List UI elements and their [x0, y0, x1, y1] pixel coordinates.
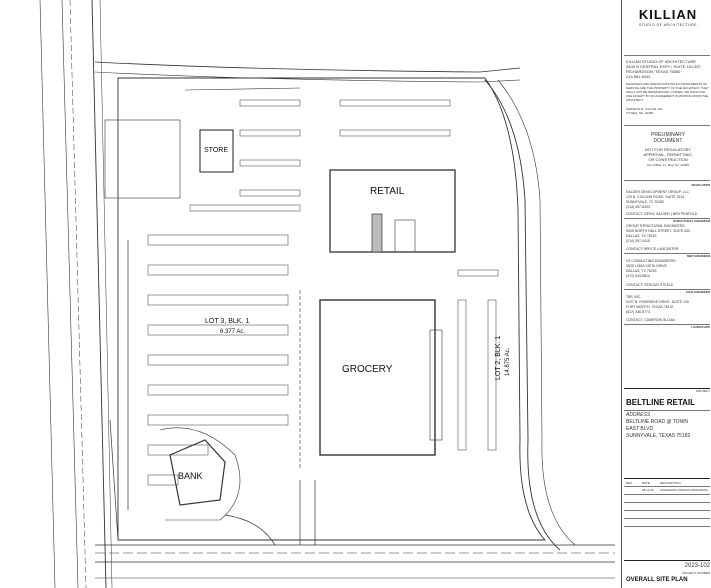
structural-phone: (214) 397-0415 [626, 239, 650, 243]
document-heading: DOCUMENT [653, 138, 683, 144]
title-block: KILLIAN STUDIO OF ARCHITECTURE KILLIAN S… [621, 0, 711, 588]
lot2-parking [457, 269, 499, 451]
retail-building [329, 169, 456, 253]
address-line-2: EAST BLVD [626, 426, 654, 432]
beltline-road [95, 544, 615, 579]
architect-name: KENNETH R. KILLIAN, AIA [626, 107, 663, 111]
developer-role: DEVELOPER [691, 183, 710, 187]
firm-address: 3400 N CENTRAL EXPY | SUITE 110-307 [626, 64, 701, 69]
lot3-area-label: 6.377 Ac. [220, 329, 245, 335]
landscape-role: LANDSCAPE [691, 325, 710, 329]
town-east-blvd [484, 79, 576, 551]
project-tag: PROJECT [695, 389, 710, 393]
revision-col-date: DATE [642, 481, 650, 485]
developer-name: SALDER DEVELOPMENT GROUP, LLC [626, 190, 690, 194]
revision-col-description: DESCRIPTION [660, 481, 681, 485]
access-drives [109, 419, 316, 546]
prelim-signature: Ken Killian, Tx. Reg. No. 20489 [647, 163, 689, 167]
bank-label: BANK [178, 471, 203, 481]
firm-city: RICHARDSON, TEXAS 75080 [626, 69, 681, 74]
approval-permitting: APPROVAL, PERMITTING, [643, 152, 693, 157]
project-title: BELTLINE RETAIL [626, 398, 696, 407]
lot3-parking [127, 234, 289, 510]
architect-license: TX REG. NO. 20489 [626, 111, 654, 115]
address-label: ADDRESS [626, 412, 651, 418]
civil-name: TBP, INC. [626, 295, 642, 299]
not-for-regulatory: NOT FOR REGULATORY [644, 147, 692, 152]
mep-phone: (972) 643-8814 [626, 274, 650, 278]
developer-city: SUNNYVALE, TX 75182 [626, 200, 665, 204]
structural-role: STRUCTURAL ENGINEER [673, 219, 710, 223]
copyright-notice: DRAWINGS AND SPECIFICATIONS AS INSTRUMEN… [626, 82, 709, 102]
lot2-label: LOT 2, BLK. 1 [495, 336, 502, 380]
parking-upper [189, 99, 451, 212]
revision-col-rev: REV. [626, 481, 633, 485]
preliminary-heading: PRELIMINARY [651, 132, 685, 138]
mep-contact: CONTACT: STROUD STEELE [626, 283, 674, 287]
store-pad [104, 87, 301, 199]
civil-phone: (817) 336-5773 [626, 310, 650, 314]
firm-phone: 214.561.6042 [626, 74, 651, 79]
lot2-area-label: 14.875 Ac. [505, 347, 511, 376]
civil-contact: CONTACT: CAMERON SLOAN [626, 318, 675, 322]
firm-logo: KILLIAN [638, 7, 698, 22]
developer-contact: CONTACT: DERIC SALSER | BEN PENFOLD [626, 212, 698, 216]
mep-role: MEP ENGINEER [687, 254, 710, 258]
north-drive [94, 61, 521, 83]
lot3-label: LOT 3, BLK. 1 [205, 318, 249, 325]
bank-building [159, 427, 241, 521]
retail-label: RETAIL [370, 186, 405, 197]
highway-edge [39, 0, 113, 588]
civil-city: FORT WORTH, TEXAS 76137 [626, 305, 674, 309]
site-boundary [117, 77, 547, 541]
developer-phone: (214) 457-8493 [626, 205, 650, 209]
structural-contact: CONTACT: BRYCE LANCASTER [626, 247, 679, 251]
mep-address: 3535 LOMA VISTA DRIVE [626, 264, 667, 268]
address-line-3: SUNNYVALE, TEXAS 75182 [626, 433, 691, 439]
developer-address: 129 N. COLLINS ROAD, SUITE 3103 [626, 195, 685, 199]
site-plan-drawing: STORE RETAIL GROCERY BANK LOT 3, BLK. 1 … [39, 0, 615, 588]
structural-address: 9535 NORTH HALL STREET, SUITE 620 [626, 229, 691, 233]
grocery-building [299, 290, 443, 470]
mep-city: DALLAS, TX 75243 [626, 269, 657, 273]
sheet-title: OVERALL SITE PLAN [626, 577, 688, 583]
address-line-1: BELTLINE ROAD @ TOWN [626, 419, 689, 425]
structural-city: DALLAS, TX 75219 [626, 234, 657, 238]
firm-logo-subtitle: STUDIO OF ARCHITECTURE [638, 23, 698, 27]
project-number: 2023-102 [684, 563, 710, 569]
revision-row-date: 08.12.20 [642, 488, 654, 492]
grocery-label: GROCERY [342, 364, 393, 375]
revision-row-description: SCHEMATIC DESIGN PROGRESS [660, 488, 708, 492]
mep-name: V3 CONSULTING ENGINEERS [626, 259, 676, 263]
firm-name: KILLIAN STUDIO OF ARCHITECTURE [626, 59, 697, 64]
civil-address: 5237 N. RIVERSIDE DRIVE, SUITE 100 [626, 300, 689, 304]
store-label: STORE [204, 147, 228, 154]
project-number-label: PROJECT NUMBER [682, 571, 710, 575]
or-construction: OR CONSTRUCTION [648, 157, 688, 162]
civil-role: CIVIL ENGINEER [685, 290, 710, 294]
structural-name: GROUP STRUCTURAL ENGINEERS [626, 224, 685, 228]
